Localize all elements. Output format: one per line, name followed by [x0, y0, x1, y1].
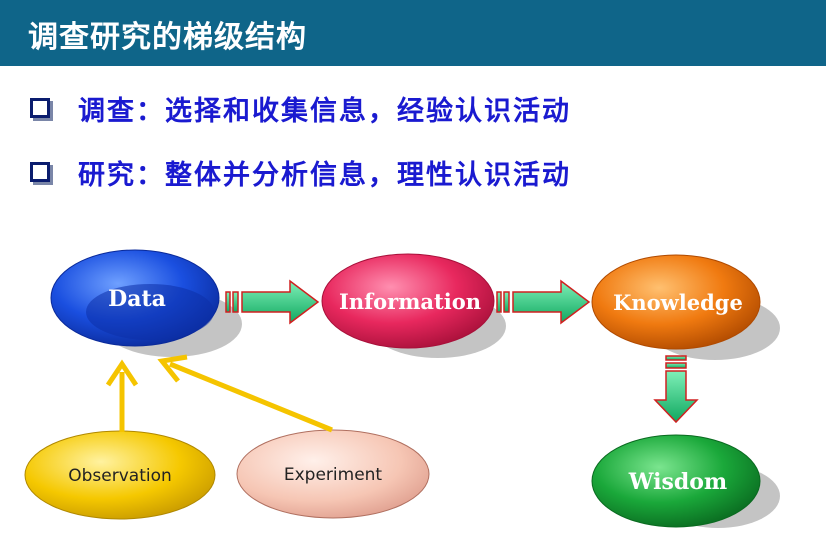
arrow-information-to-knowledge [496, 279, 591, 325]
arrow-observation-to-data [105, 359, 139, 432]
arrow-data-to-information [225, 279, 320, 325]
bullet-item-research: 研究：整体并分析信息，理性认识活动 [30, 152, 571, 192]
bullet-text-research: 研究：整体并分析信息，理性认识活动 [78, 159, 571, 191]
node-data-label: Data [108, 286, 166, 312]
bullet-square-icon [30, 98, 50, 118]
node-observation: Observation [24, 430, 216, 520]
bullet-item-survey: 调查：选择和收集信息，经验认识活动 [30, 88, 571, 128]
node-experiment-label: Experiment [284, 465, 383, 485]
bullet-square-icon [30, 162, 50, 182]
node-knowledge-label: Knowledge [613, 290, 743, 315]
page-title: 调查研究的梯级结构 [28, 20, 307, 55]
node-wisdom-label: Wisdom [628, 469, 727, 495]
node-information-label: Information [339, 289, 481, 314]
node-knowledge: Knowledge [591, 254, 761, 350]
arrow-knowledge-to-wisdom [653, 355, 699, 424]
node-experiment: Experiment [236, 429, 430, 519]
node-wisdom: Wisdom [591, 434, 761, 528]
arrow-experiment-to-data [157, 354, 333, 433]
title-bar: 调查研究的梯级结构 [0, 0, 826, 66]
node-information: Information [321, 253, 495, 349]
node-data: Data [50, 249, 220, 347]
node-observation-label: Observation [68, 466, 172, 486]
bullet-text-survey: 调查：选择和收集信息，经验认识活动 [78, 95, 571, 127]
